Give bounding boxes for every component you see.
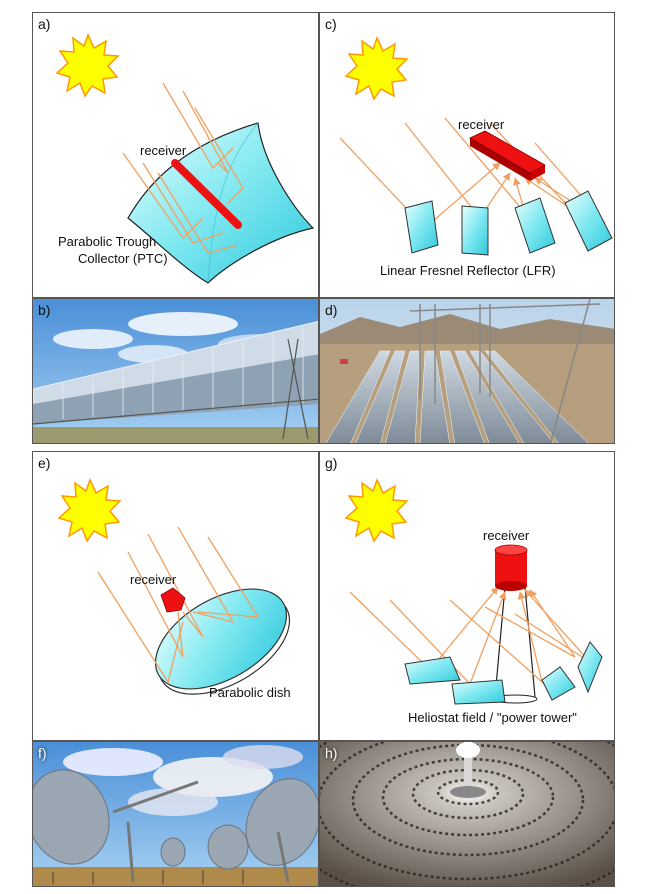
panel-label: e)	[38, 455, 51, 471]
dish-caption: Parabolic dish	[209, 685, 291, 700]
panel-g-power-tower: g) receiver Heliostat fiel	[319, 451, 615, 741]
panel-a-parabolic-trough: a) receiver Parabolic Trough Collector (…	[32, 12, 319, 298]
lfr-diagram	[339, 36, 613, 256]
fresnel-mirror	[461, 205, 489, 256]
lfr-caption: Linear Fresnel Reflector (LFR)	[380, 263, 556, 278]
tower-diagram	[344, 478, 603, 705]
receiver-tube	[171, 159, 242, 229]
panel-label: a)	[38, 16, 51, 32]
panel-c-linear-fresnel: c) receiver Linear Fresnel Reflector (LF…	[319, 12, 615, 298]
sun-icon	[57, 478, 122, 543]
panel-b-trough-photo: b)	[32, 298, 319, 444]
panel-label: f)	[38, 745, 47, 761]
ptc-diagram	[55, 33, 315, 284]
trough-photo	[33, 299, 318, 443]
heliostat	[451, 679, 506, 705]
fresnel-photo	[320, 299, 614, 443]
panel-label: c)	[325, 16, 337, 32]
fresnel-mirror	[514, 197, 556, 254]
receiver-label: receiver	[130, 572, 177, 587]
receiver-label: receiver	[140, 143, 187, 158]
receiver-label: receiver	[458, 117, 505, 132]
receiver-box	[469, 130, 546, 181]
sun-icon	[55, 33, 120, 98]
receiver-cylinder	[494, 544, 528, 591]
ptc-caption-line1: Parabolic Trough	[58, 234, 157, 249]
panel-e-parabolic-dish: e) receiver Parabolic dish	[32, 451, 319, 741]
panel-h-tower-photo: h)	[319, 741, 615, 887]
parabolic-dish-mirror	[154, 588, 291, 695]
receiver-label: receiver	[483, 528, 530, 543]
receiver-cube	[160, 587, 186, 613]
sun-icon	[344, 478, 409, 543]
dish-photo	[33, 742, 318, 886]
dish-diagram	[57, 478, 291, 695]
tower-photo	[320, 742, 614, 886]
panel-label: d)	[325, 302, 338, 318]
heliostat	[404, 656, 461, 685]
sun-icon	[344, 36, 409, 101]
panel-f-dish-photo: f)	[32, 741, 319, 887]
panel-label: h)	[325, 745, 338, 761]
tower-caption: Heliostat field / "power tower"	[408, 710, 577, 725]
heliostat	[541, 666, 576, 701]
panel-d-fresnel-photo: d)	[319, 298, 615, 444]
panel-label: b)	[38, 302, 51, 318]
heliostat	[577, 641, 603, 694]
fresnel-mirror	[404, 200, 439, 254]
panel-label: g)	[325, 455, 338, 471]
ptc-caption-line2: Collector (PTC)	[78, 251, 168, 266]
fresnel-mirror	[564, 190, 613, 252]
